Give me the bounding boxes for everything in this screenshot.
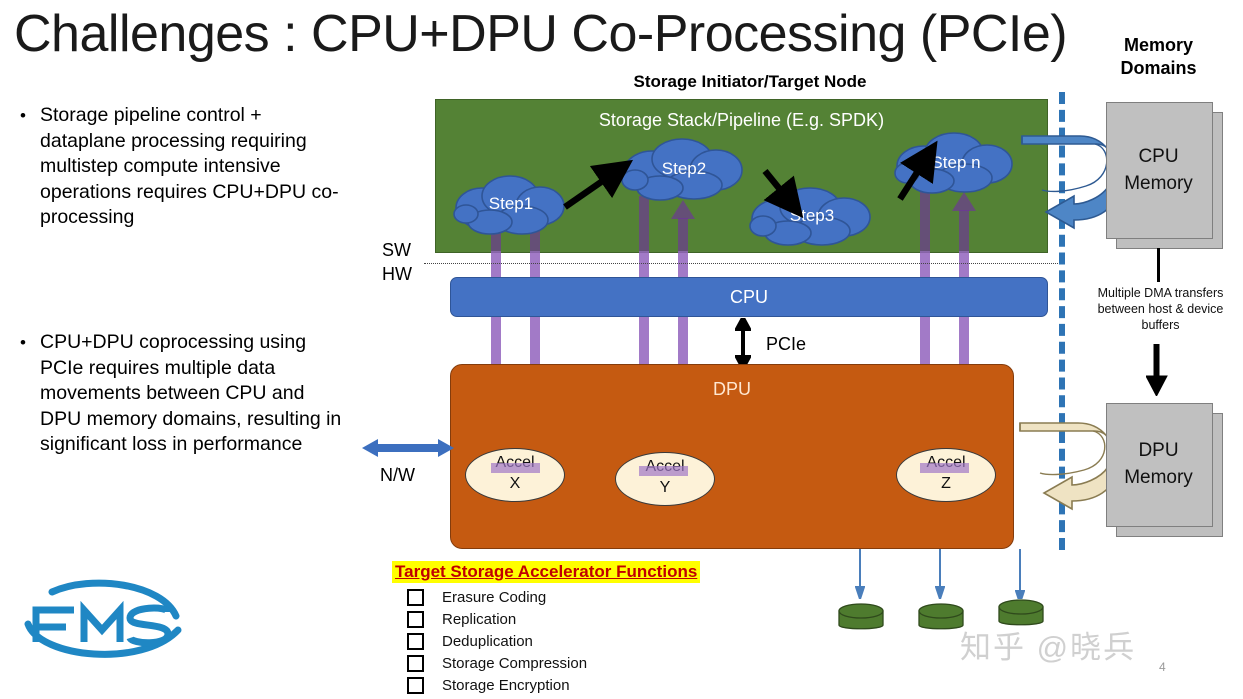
dpu-memory-face	[1106, 403, 1213, 527]
disk-arrow-2	[935, 549, 945, 599]
checkbox-icon[interactable]	[407, 654, 424, 672]
list-item-label: Storage Compression	[442, 654, 588, 672]
accelerator-z: Accel Z	[896, 448, 996, 502]
storage-disk-2	[918, 603, 964, 630]
pcie-double-arrow-icon	[735, 318, 751, 368]
storage-node-caption: Storage Initiator/Target Node	[633, 72, 867, 91]
dpu-memory-block: DPU Memory	[1106, 403, 1223, 537]
target-functions-list: Erasure Coding Replication Deduplication…	[392, 586, 722, 696]
dpu-box-label: DPU	[712, 379, 751, 399]
target-functions-title: Target Storage Accelerator Functions	[392, 561, 701, 583]
cpu-memory-line2: Memory	[1124, 172, 1193, 194]
accelerator-y: Accel Y	[615, 452, 715, 506]
data-path-up-arrowhead-2	[671, 200, 695, 219]
bullet-marker-icon: •	[20, 106, 26, 125]
accelerator-x: Accel X	[465, 448, 565, 502]
cpu-memory-transfer-loop-arrow	[1021, 135, 1119, 230]
page-title: Challenges : CPU+DPU Co-Processing (PCIe…	[14, 5, 1068, 63]
disk-arrow-3	[1015, 549, 1025, 599]
dpu-memory-line1: DPU	[1138, 440, 1179, 461]
disk-arrow-1	[855, 549, 865, 599]
list-item-label: Storage Encryption	[442, 676, 570, 694]
list-item-label: Replication	[442, 610, 517, 628]
sw-hw-divider	[424, 263, 1064, 264]
network-label: N/W	[380, 465, 415, 485]
cpu-memory-block: CPU Memory	[1106, 102, 1223, 249]
list-item: Replication	[392, 608, 722, 630]
accel-z-connector	[920, 463, 969, 473]
data-path-up-arrowhead-3	[952, 192, 976, 211]
page-number: 4	[1159, 660, 1166, 674]
accelerator-y-suffix: Y	[659, 479, 671, 496]
bullet-text-2: CPU+DPU coprocessing using PCIe requires…	[40, 331, 342, 455]
list-item-label: Erasure Coding	[442, 588, 547, 606]
dpu-memory-transfer-loop-arrow	[1019, 422, 1117, 511]
dma-down-arrow-icon	[1146, 344, 1168, 396]
storage-disk-3	[998, 599, 1044, 626]
list-item: Storage Compression	[392, 652, 722, 674]
pipeline-step-cloud-2: Step2	[620, 136, 748, 202]
accel-y-connector	[639, 466, 688, 476]
cpu-memory-line1: CPU	[1138, 145, 1179, 167]
dma-note: Multiple DMA transfers between host & de…	[1097, 286, 1224, 332]
bullet-marker-icon: •	[20, 333, 26, 352]
dma-connector-line	[1157, 248, 1160, 282]
storage-disk-1	[838, 603, 884, 630]
cpu-memory-face	[1106, 102, 1213, 239]
cpu-box: CPU	[450, 277, 1048, 317]
pipeline-flow-arrows	[563, 140, 938, 219]
network-double-arrow-icon	[362, 439, 454, 457]
hw-label: HW	[382, 264, 412, 284]
dpu-memory-line2: Memory	[1124, 467, 1193, 488]
checkbox-icon[interactable]	[407, 632, 424, 650]
cpu-box-label: CPU	[729, 286, 768, 307]
accelerator-x-suffix: X	[509, 475, 521, 492]
accel-x-connector	[491, 463, 540, 473]
watermark: 知乎 @晓兵	[960, 630, 1137, 665]
bullet-item-1: • Storage pipeline control + dataplane p…	[20, 103, 350, 231]
bullet-text-1: Storage pipeline control + dataplane pro…	[40, 104, 339, 228]
bullet-item-2: • CPU+DPU coprocessing using PCIe requir…	[20, 330, 350, 458]
memory-domain-divider	[1059, 92, 1065, 550]
list-item: Storage Encryption	[392, 674, 722, 696]
list-item-label: Deduplication	[442, 632, 533, 650]
checkbox-icon[interactable]	[407, 676, 424, 694]
accelerator-z-suffix: Z	[941, 475, 951, 492]
list-item: Erasure Coding	[392, 586, 722, 608]
checkbox-icon[interactable]	[407, 588, 424, 606]
storage-stack-label: Storage Stack/Pipeline (E.g. SPDK)	[598, 110, 885, 130]
dpu-memory-label: DPU Memory	[1106, 403, 1211, 525]
checkbox-icon[interactable]	[407, 610, 424, 628]
pcie-label: PCIe	[766, 334, 807, 354]
sw-label: SW	[382, 240, 411, 260]
list-item: Deduplication	[392, 630, 722, 652]
fms-logo	[22, 572, 187, 667]
cpu-memory-label: CPU Memory	[1106, 102, 1211, 237]
